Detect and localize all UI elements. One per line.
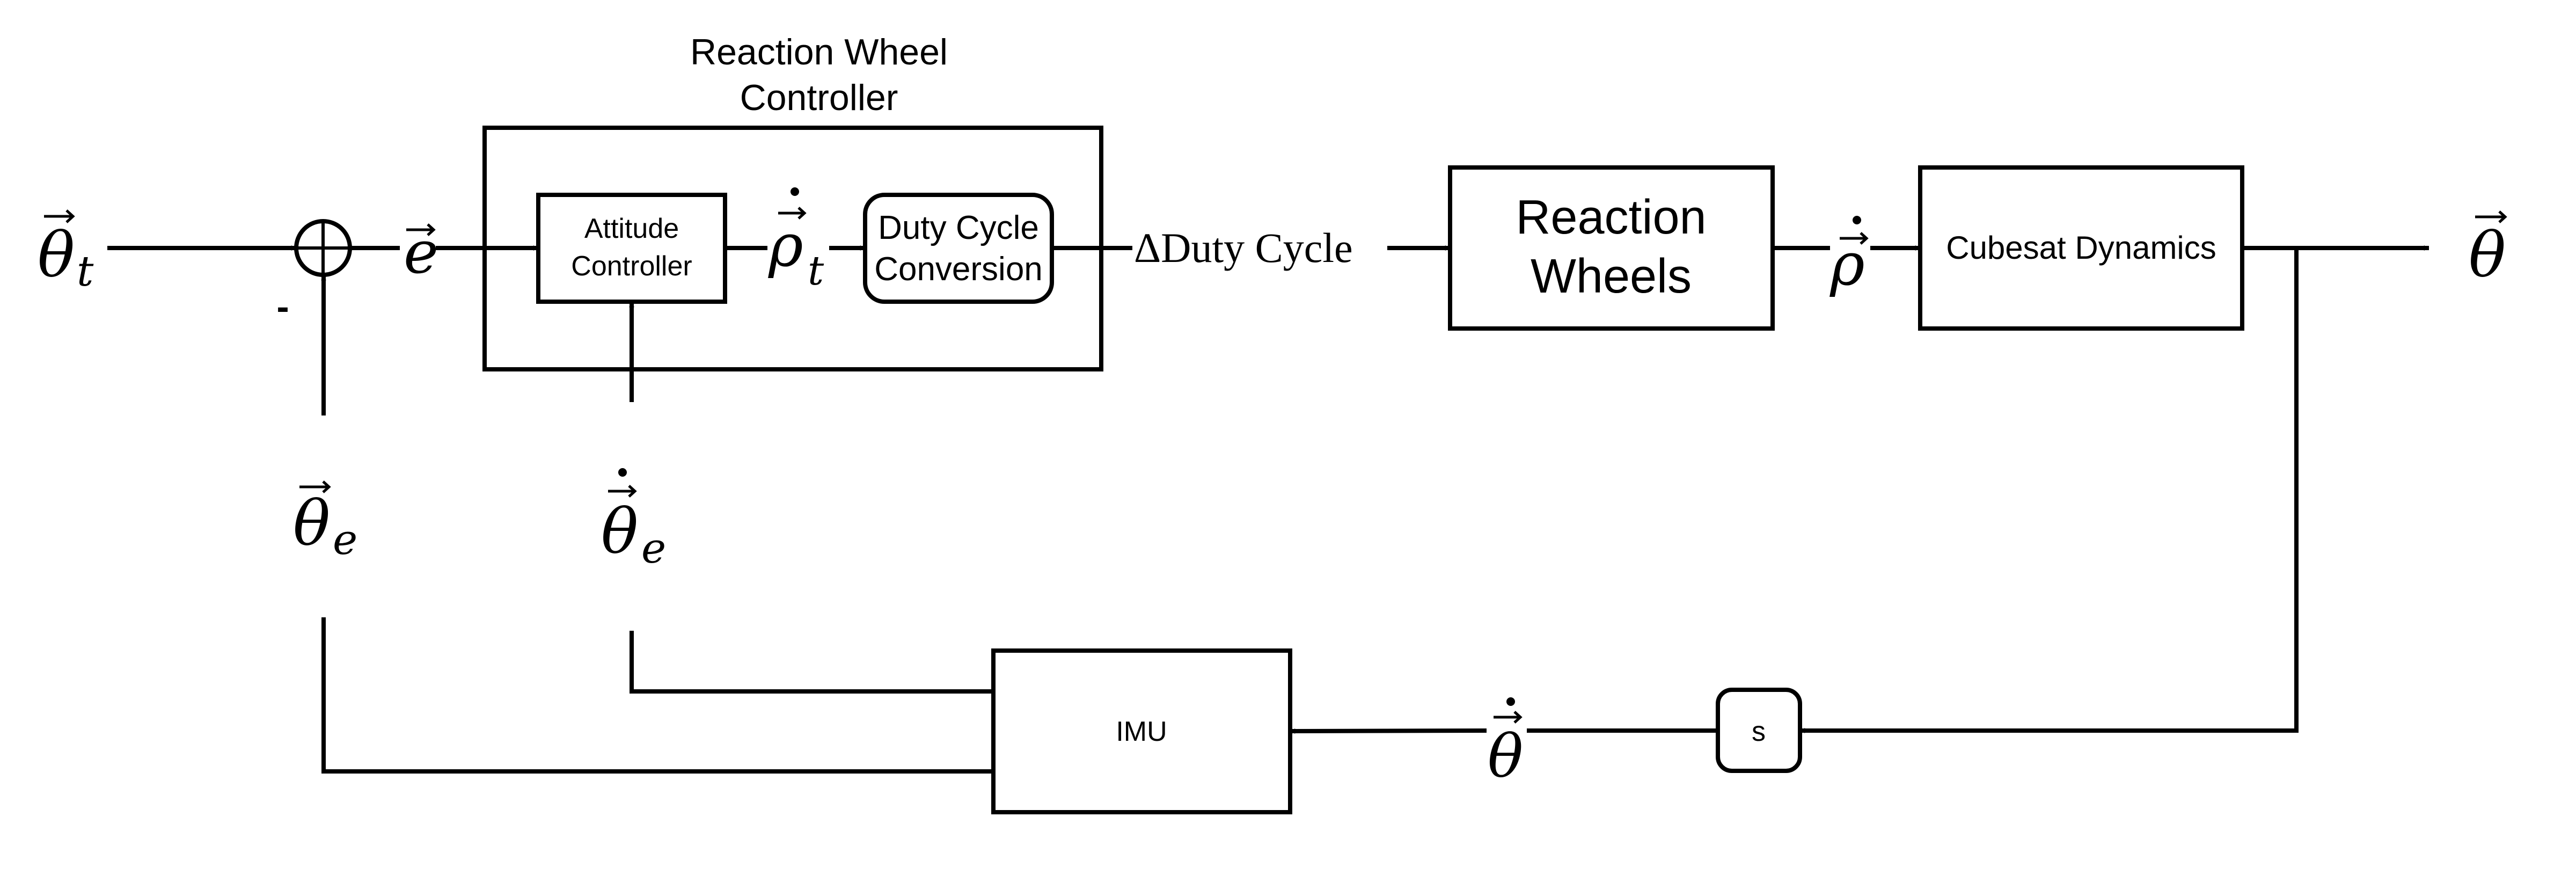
rho-symbol: ρ (1829, 230, 1865, 298)
duty-cycle-conversion-block[interactable]: Duty Cycle Conversion (863, 193, 1054, 304)
attitude-controller-label-line1: Attitude (584, 213, 679, 244)
cubesat-dynamics-rect[interactable] (1918, 165, 2244, 331)
attitude-controller-block[interactable]: Attitude Controller (536, 193, 727, 304)
wire-imu-to-theta-e (321, 617, 993, 774)
dot-accent-icon (1853, 216, 1861, 224)
group-title-line2: Controller (740, 77, 898, 118)
dot-accent-icon (791, 187, 799, 196)
rho-t-symbol: ρ (768, 211, 803, 280)
vector-arrow-head (797, 207, 807, 220)
cubesat-dynamics-label: Cubesat Dynamics (1946, 230, 2216, 266)
theta-dot-e-subscript: e (641, 524, 666, 573)
derivative-block[interactable]: s (1716, 688, 1802, 773)
theta-target-symbol: θ (38, 220, 75, 291)
attitude-controller-rect[interactable] (536, 193, 727, 304)
reaction-wheels-label-line2: Wheels (1531, 250, 1692, 303)
error-symbol: e (404, 218, 438, 287)
signal-error: e (404, 218, 438, 287)
signal-theta-target: θ t (38, 209, 94, 296)
imu-rect[interactable] (991, 648, 1292, 814)
theta-target-subscript: t (77, 247, 94, 296)
wire-feedback-to-derivative (1799, 248, 2299, 733)
reaction-wheels-block[interactable]: Reaction Wheels (1448, 165, 1775, 331)
vector-arrow-head (427, 223, 436, 236)
duty-cycle-label-line1: Duty Cycle (878, 209, 1039, 246)
signal-theta-dot: θ (1488, 697, 1523, 791)
signal-theta-out: θ (2469, 210, 2507, 291)
signal-theta-dot-estimate: θ e (601, 468, 666, 573)
rho-t-subscript: t (808, 247, 824, 294)
reaction-wheels-label-line1: Reaction (1516, 191, 1706, 244)
delta-duty-cycle-label: ΔDuty Cycle (1134, 224, 1353, 271)
minus-sign: - (276, 286, 289, 327)
attitude-controller-label-line2: Controller (571, 251, 692, 282)
vector-arrow-head (65, 209, 75, 223)
derivative-label: s (1752, 716, 1766, 747)
theta-dot-e-symbol: θ (601, 496, 638, 568)
group-title-line1: Reaction Wheel (690, 32, 948, 72)
imu-block[interactable]: IMU (991, 648, 1292, 814)
signal-theta-estimate: θ e (293, 480, 357, 564)
cubesat-dynamics-block[interactable]: Cubesat Dynamics (1918, 165, 2244, 331)
vector-arrow-head (2498, 210, 2507, 223)
vector-arrow-head (628, 485, 637, 498)
delta-prefix: Δ (1134, 224, 1161, 271)
theta-out-symbol: θ (2469, 220, 2506, 291)
delta-text: Duty Cycle (1161, 224, 1352, 271)
theta-e-symbol: θ (293, 488, 330, 560)
reaction-wheels-rect[interactable] (1448, 165, 1775, 331)
signal-rho-dot-target: ρ t (768, 187, 824, 294)
vector-arrow-head (322, 480, 331, 493)
signal-rho-dot: ρ (1829, 216, 1869, 298)
duty-cycle-label-line2: Conversion (874, 251, 1043, 288)
theta-e-subscript: e (333, 516, 357, 564)
vector-arrow-head (1513, 711, 1523, 724)
dot-accent-icon (618, 468, 627, 477)
imu-label: IMU (1116, 716, 1167, 747)
summing-junction: - (276, 219, 352, 327)
theta-dot-symbol: θ (1488, 722, 1523, 791)
vector-arrow-head (1860, 232, 1869, 245)
wire-imu-to-theta-dot-e (630, 631, 993, 694)
dot-accent-icon (1506, 697, 1515, 706)
